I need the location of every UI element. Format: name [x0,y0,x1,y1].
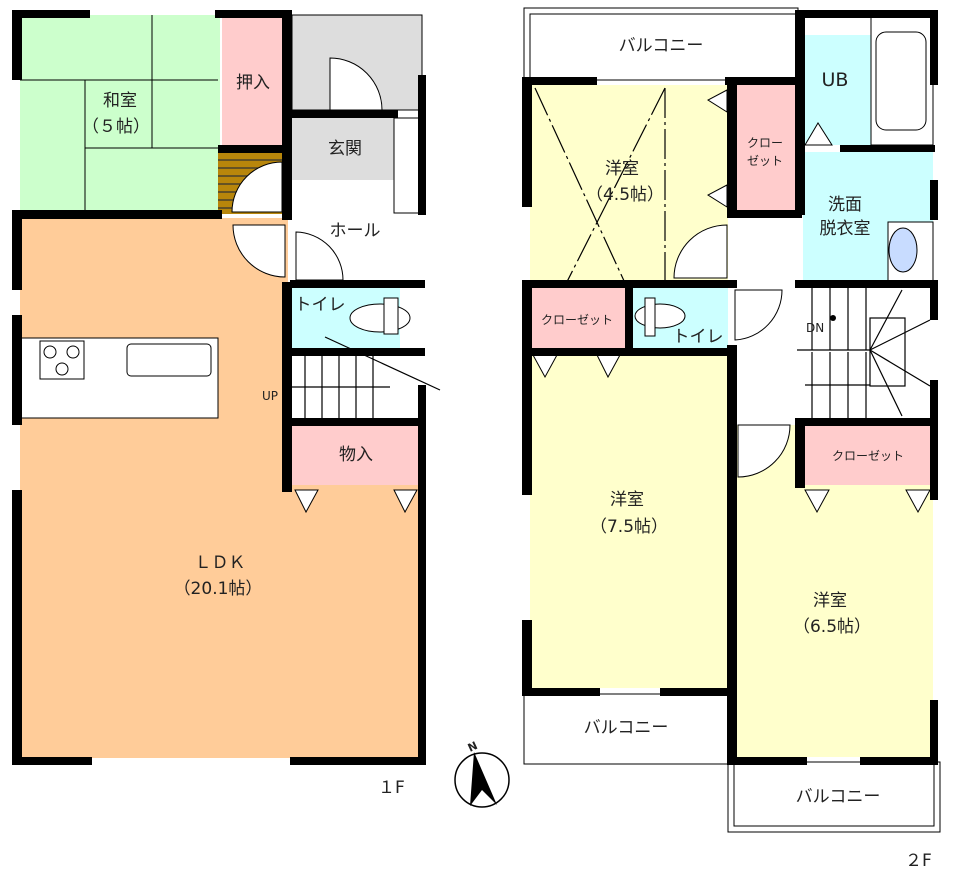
floor-1: 和室 （５帖） 押入 玄関 ホール トイレ 物入 ＬＤＫ （20.1帖） UP … [12,10,441,798]
toilet-icon [349,303,411,333]
balcony-top-label: バルコニー [619,36,704,56]
burner [55,362,69,376]
youshitsu-4-5-label: 洋室 [605,159,639,179]
burner [43,345,57,359]
senmen-label-2: 脱衣室 [820,219,871,239]
stair-steps [290,336,441,418]
balcony-bottom-right [727,761,941,833]
washitsu-label: 和室 [103,91,137,111]
youshitsu-7-5-size: （7.5帖） [590,517,668,537]
toilet-tank [644,297,656,337]
oshiire-closet [222,15,285,145]
washitsu-room [20,15,220,213]
bathtub-icon [875,31,927,131]
senmen-label-1: 洗面 [828,195,862,215]
monoire-label: 物入 [339,445,373,465]
toilet-icon [634,303,686,329]
youshitsu-7-5-label: 洋室 [610,490,644,510]
floor-1-label: １F [378,778,405,798]
closet-door-marks [294,489,418,514]
tatami-lines [20,15,218,213]
stair-steps [797,288,931,418]
closet-top-label-1: クロー [747,136,783,150]
stove-icon [39,340,85,380]
youshitsu-6-5-label: 洋室 [813,591,847,611]
closet-right [803,425,933,485]
door-swing [734,289,783,341]
door-swing [737,424,791,478]
balcony-top [523,7,799,81]
closet-top [735,85,797,213]
youshitsu-6-5-size: （6.5帖） [793,617,871,637]
washitsu-size: （５帖） [82,117,150,137]
stairs-dn-label: DN [806,321,824,335]
youshitsu-7-5 [530,355,728,688]
door-mark [804,122,833,146]
ldk-room-extension [285,485,422,758]
shoe-cabinet [393,117,421,214]
monoire-closet [292,425,420,485]
closet-left [530,288,626,350]
door-swing [295,231,344,281]
toilet-1f-label: トイレ [295,295,346,315]
closet-right-label: クローゼット [832,449,904,463]
ub-label: UB [822,69,849,91]
balcony-bottom-left [523,693,729,765]
balcony-bottom-right-label: バルコニー [796,787,881,807]
toilet-tank [383,297,399,335]
door-swing [231,161,283,213]
toilet-2f-label: トイレ [673,327,724,347]
washbasin-icon [888,227,918,273]
floor-2-label: ２F [905,851,932,871]
north-arrow-icon [470,752,497,806]
walls-1f [12,10,426,765]
genkan-room [292,118,394,180]
hall-label: ホール [330,221,381,241]
north-label: N [466,739,480,755]
balcony-bottom-left-label: バルコニー [584,718,669,738]
stairs-2f [797,288,933,418]
ldk-room [20,218,288,758]
door-swing [232,224,286,278]
closet-door-marks [804,489,931,514]
floor-2: バルコニー 洋室 （4.5帖） クロー ゼット UB 洗面 脱衣室 クローゼット… [522,7,941,871]
walls-2f [522,10,938,765]
stairs-up-label: UP [262,389,278,403]
entrance-door [329,57,383,111]
closet-top-label-2: ゼット [747,154,783,168]
ldk-label: ＬＤＫ [195,553,246,573]
door-swing [673,224,728,279]
ldk-size: （20.1帖） [174,579,263,599]
oshiire-label: 押入 [236,73,270,93]
closet-left-label: クローゼット [541,313,613,327]
compass: N [454,739,510,808]
genkan-label: 玄関 [328,139,362,159]
sink-icon [126,343,212,377]
youshitsu-4-5-size: （4.5帖） [586,185,664,205]
burner [66,345,80,359]
ub-room [803,35,871,145]
